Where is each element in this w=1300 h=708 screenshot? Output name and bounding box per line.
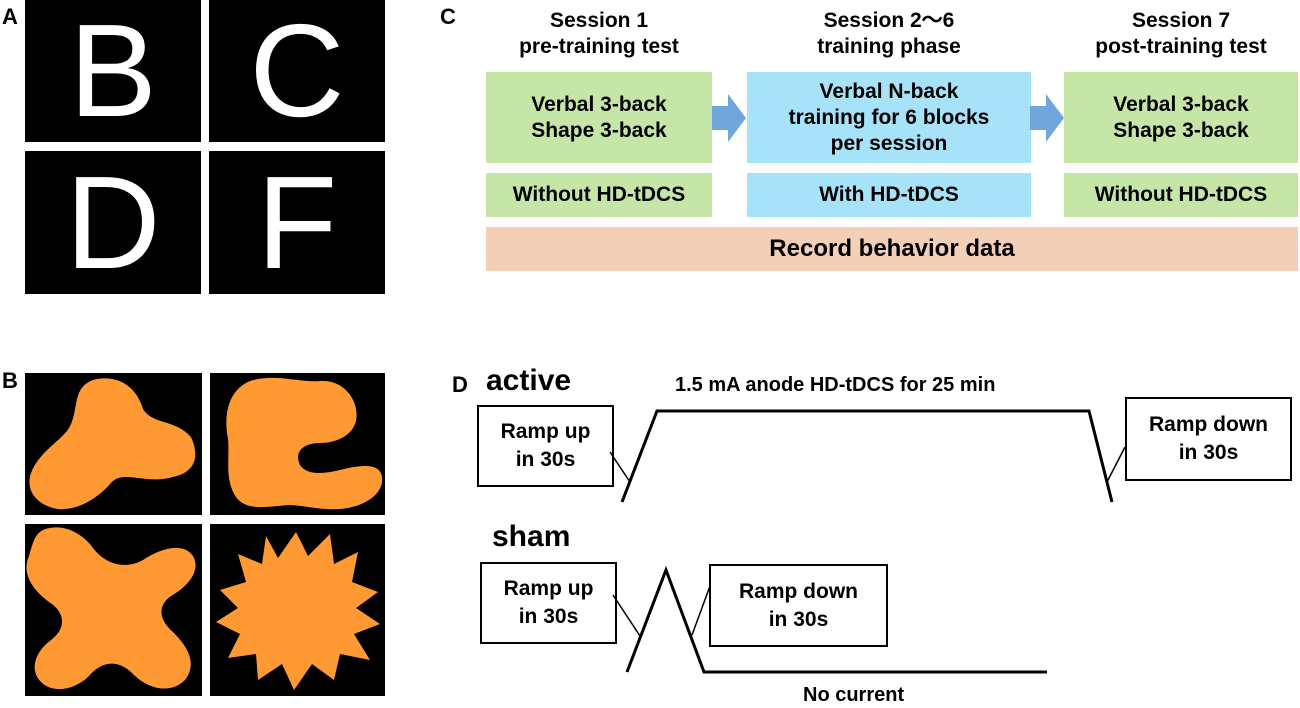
task-line: Verbal 3-back [531, 92, 667, 116]
session-1-subtitle: pre-training test [519, 35, 679, 58]
session-7-subtitle: post-training test [1095, 35, 1267, 58]
ann-line: in 30s [1178, 441, 1239, 464]
session-2-title: Session 2～6 [823, 9, 955, 32]
ann-line: in 30s [518, 605, 579, 628]
sham-ramp-up-box: Ramp up in 30s [480, 562, 617, 644]
blob-shape-2 [226, 377, 383, 510]
sham-ramp-down-pointer [691, 585, 711, 636]
letter-d: D [65, 148, 161, 296]
task-line: per session [830, 131, 948, 155]
panel-label-a: A [2, 4, 18, 29]
shape-tile [25, 373, 202, 515]
arrow-right-icon [712, 94, 746, 142]
active-ramp-up-box: Ramp up in 30s [477, 405, 614, 487]
task-line: Shape 3-back [1113, 118, 1249, 142]
sham-title: sham [492, 520, 571, 553]
sham-ramp-down-box: Ramp down in 30s [709, 564, 888, 647]
active-ramp-up-pointer [609, 451, 631, 483]
blob-shape-3 [26, 527, 196, 690]
panel-label-d: D [452, 372, 468, 397]
shape-tile [210, 524, 385, 696]
stimulation-waveform [609, 409, 1126, 674]
ann-line: Ramp down [739, 579, 858, 603]
sham-waveform-line [625, 565, 1047, 674]
session-2-task-box: Verbal N-back training for 6 blocks per … [747, 72, 1031, 163]
ann-line: Ramp up [500, 420, 591, 443]
record-behavior-bar: Record behavior data [486, 227, 1298, 271]
active-title: active [486, 364, 572, 397]
letter-tile: D [25, 151, 201, 294]
no-current-label: No current [803, 684, 905, 706]
shape-tile [210, 373, 385, 515]
session-1-header: Session 1 pre-training test [486, 8, 712, 60]
ann-line: in 30s [768, 607, 829, 631]
session-2-subtitle: training phase [817, 35, 961, 58]
session-7-task-box: Verbal 3-back Shape 3-back [1064, 72, 1298, 163]
blob-shape-4 [216, 532, 380, 690]
shape-tile [25, 524, 202, 696]
session-1-task-box: Verbal 3-back Shape 3-back [486, 72, 712, 163]
session-2-stim-box: With HD-tDCS [747, 173, 1031, 217]
letter-c: C [249, 0, 345, 144]
session-7-title: Session 7 [1131, 9, 1231, 32]
session-2-header: Session 2～6 training phase [747, 8, 1031, 60]
ann-line: Ramp up [503, 577, 594, 600]
active-stim-label: 1.5 mA anode HD-tDCS for 25 min [675, 374, 996, 396]
active-ramp-down-pointer [1106, 446, 1126, 483]
active-ramp-down-box: Ramp down in 30s [1125, 397, 1292, 481]
sham-ramp-up-pointer [612, 594, 641, 637]
session-1-stim-box: Without HD-tDCS [486, 173, 712, 217]
session-7-stim-box: Without HD-tDCS [1064, 173, 1298, 217]
ann-line: in 30s [515, 448, 576, 471]
letter-tile: F [209, 151, 385, 294]
letter-f: F [256, 148, 338, 296]
task-line: training for 6 blocks [788, 105, 990, 129]
task-line: Verbal 3-back [1113, 92, 1249, 116]
arrow-right-icon [1030, 94, 1064, 142]
letter-tile: C [209, 0, 385, 142]
task-line: Verbal N-back [819, 79, 959, 103]
panel-label-c: C [440, 4, 456, 29]
letter-b: B [68, 0, 158, 144]
session-7-header: Session 7 post-training test [1064, 8, 1298, 60]
panel-label-b: B [2, 368, 18, 393]
ann-line: Ramp down [1149, 413, 1268, 436]
active-waveform-line [620, 409, 1114, 503]
task-line: Shape 3-back [531, 118, 667, 142]
session-1-title: Session 1 [549, 9, 649, 32]
blob-shape-1 [29, 378, 196, 510]
letter-tile: B [25, 0, 201, 142]
